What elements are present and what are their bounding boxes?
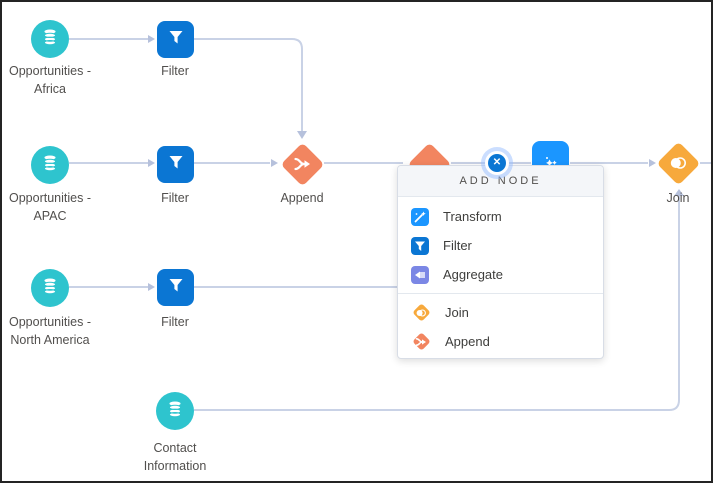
- node-label: Opportunities - Africa: [9, 64, 91, 96]
- menu-item-label: Transform: [443, 209, 502, 224]
- filter-icon: [166, 275, 186, 300]
- menu-item-aggregate[interactable]: Aggregate: [398, 260, 603, 289]
- transform-icon: [541, 147, 561, 172]
- node-opportunities-north-america[interactable]: [31, 269, 69, 307]
- node-filter-apac[interactable]: [157, 146, 194, 183]
- node-label: Filter: [161, 191, 189, 205]
- join-icon: [668, 153, 688, 173]
- add-node-popup: ADD NODE Transform Filter Aggregate: [397, 165, 604, 359]
- node-join[interactable]: [656, 141, 700, 185]
- menu-item-transform[interactable]: Transform: [398, 202, 603, 231]
- menu-item-append[interactable]: Append: [398, 327, 603, 356]
- popup-list: Transform Filter Aggregate: [398, 197, 603, 358]
- close-button[interactable]: ✕: [481, 147, 513, 179]
- database-icon: [165, 399, 185, 424]
- node-label: Filter: [161, 315, 189, 329]
- join-icon: [411, 303, 431, 323]
- node-append[interactable]: [280, 142, 324, 186]
- node-label: Filter: [161, 64, 189, 78]
- close-icon: ✕: [488, 154, 506, 172]
- node-label: Opportunities - North America: [9, 315, 91, 347]
- menu-item-label: Append: [445, 334, 490, 349]
- menu-item-label: Join: [445, 305, 469, 320]
- menu-item-join[interactable]: Join: [398, 298, 603, 327]
- filter-icon: [166, 27, 186, 52]
- node-label: Append: [280, 191, 324, 205]
- menu-item-label: Aggregate: [443, 267, 503, 282]
- aggregate-icon: [411, 265, 429, 284]
- append-icon: [411, 332, 431, 352]
- filter-icon: [166, 152, 186, 177]
- database-icon: [40, 27, 60, 52]
- menu-item-label: Filter: [443, 238, 472, 253]
- node-label: Contact Information: [143, 441, 207, 473]
- node-label: Join: [666, 191, 690, 205]
- filter-icon: [411, 236, 429, 255]
- node-opportunities-africa[interactable]: [31, 20, 69, 58]
- popup-divider: [398, 293, 603, 294]
- append-icon: [292, 154, 312, 174]
- close-button-ring: ✕: [485, 151, 509, 175]
- transform-icon: [411, 207, 429, 226]
- database-icon: [40, 276, 60, 301]
- node-filter-north-america[interactable]: [157, 269, 194, 306]
- node-contact-information[interactable]: [156, 392, 194, 430]
- node-filter-africa[interactable]: [157, 21, 194, 58]
- menu-item-filter[interactable]: Filter: [398, 231, 603, 260]
- database-icon: [40, 153, 60, 178]
- node-opportunities-apac[interactable]: [31, 146, 69, 184]
- node-label: Opportunities - APAC: [9, 191, 91, 223]
